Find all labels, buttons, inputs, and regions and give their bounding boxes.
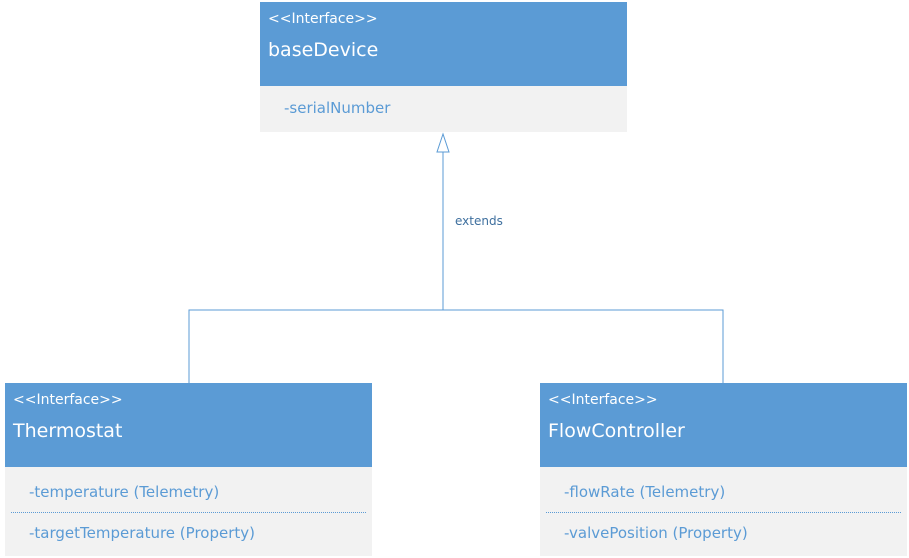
base-device-interface: <<Interface>> baseDevice -serialNumber (260, 2, 627, 132)
flow-controller-interface: <<Interface>> FlowController -flowRate (… (540, 383, 907, 556)
inheritance-line (188, 152, 724, 383)
base-device-stereotype: <<Interface>> (268, 11, 378, 27)
member-target-temperature: -targetTemperature (Property) (29, 524, 255, 542)
generalization-arrowhead (436, 132, 450, 153)
base-device-members: -serialNumber (260, 86, 627, 132)
base-device-name: baseDevice (268, 39, 379, 61)
flow-controller-stereotype: <<Interface>> (548, 392, 658, 408)
thermostat-header: <<Interface>> Thermostat (5, 383, 372, 467)
flow-controller-header: <<Interface>> FlowController (540, 383, 907, 467)
extends-label: extends (455, 214, 503, 228)
flow-controller-name: FlowController (548, 420, 685, 442)
member-flow-rate: -flowRate (Telemetry) (564, 483, 726, 501)
member-temperature: -temperature (Telemetry) (29, 483, 220, 501)
member-serial-number: -serialNumber (284, 99, 391, 117)
member-valve-position: -valvePosition (Property) (564, 524, 748, 542)
member-divider (546, 512, 901, 513)
base-device-header: <<Interface>> baseDevice (260, 2, 627, 86)
thermostat-stereotype: <<Interface>> (13, 392, 123, 408)
thermostat-name: Thermostat (13, 420, 123, 442)
thermostat-interface: <<Interface>> Thermostat -temperature (T… (5, 383, 372, 556)
flow-controller-members: -flowRate (Telemetry) -valvePosition (Pr… (540, 467, 907, 556)
thermostat-members: -temperature (Telemetry) -targetTemperat… (5, 467, 372, 556)
member-divider (11, 512, 366, 513)
